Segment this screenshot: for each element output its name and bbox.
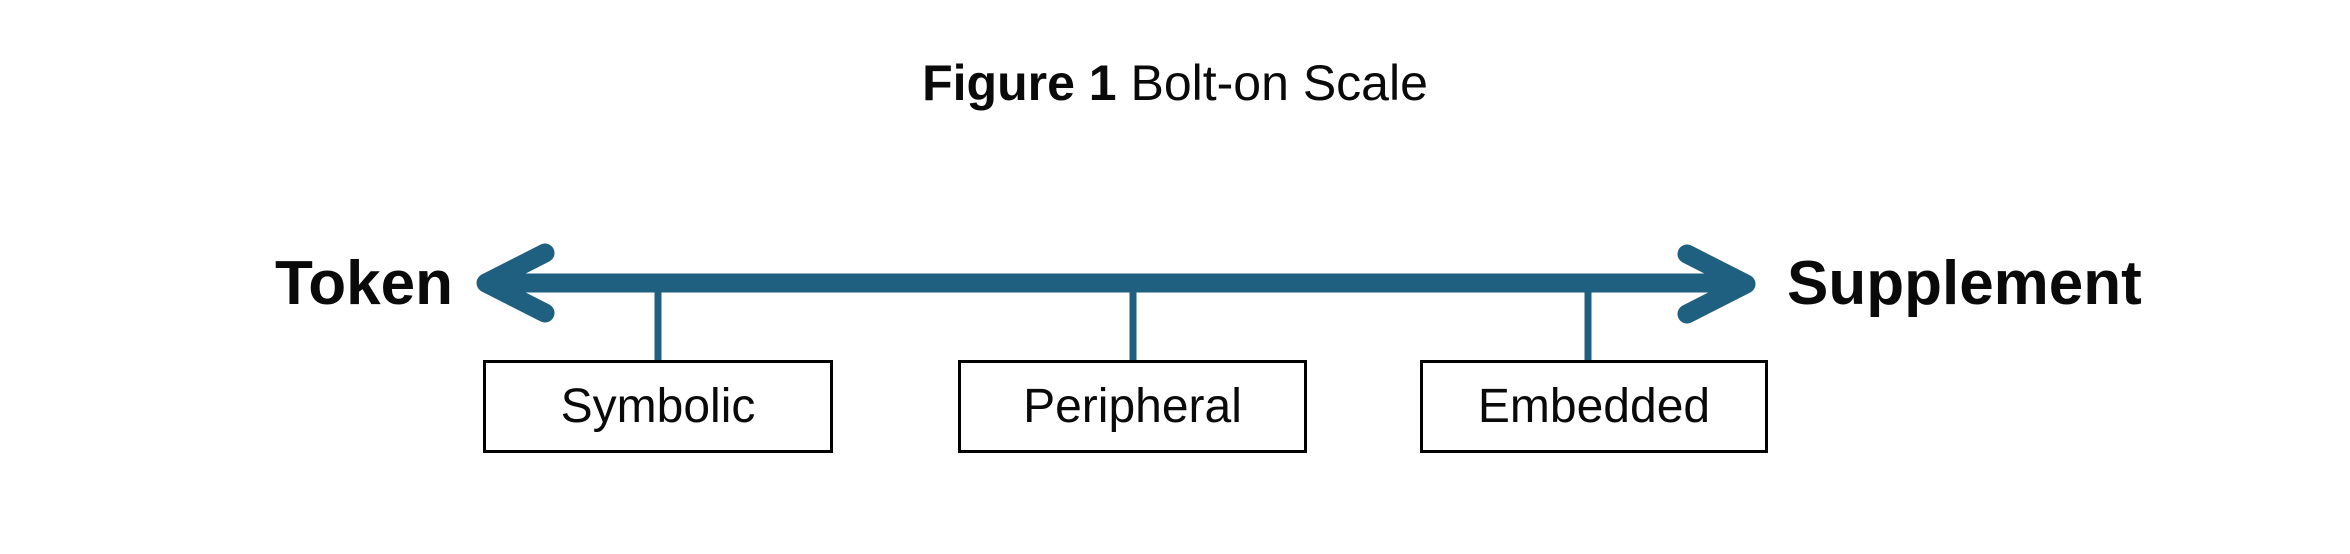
scale-point-box-peripheral: Peripheral — [958, 360, 1307, 453]
figure-caption: Figure 1 Bolt-on Scale — [0, 55, 2350, 113]
figure-caption-prefix: Figure 1 — [922, 55, 1117, 111]
left-arrowhead-icon — [476, 243, 555, 323]
right-arrowhead-icon — [1677, 244, 1756, 324]
figure-caption-title: Bolt-on Scale — [1130, 55, 1428, 111]
scale-right-label: Supplement — [1787, 248, 2142, 318]
scale-left-label: Token — [275, 248, 453, 318]
scale-point-box-embedded: Embedded — [1420, 360, 1768, 453]
scale-point-box-symbolic: Symbolic — [483, 360, 833, 453]
